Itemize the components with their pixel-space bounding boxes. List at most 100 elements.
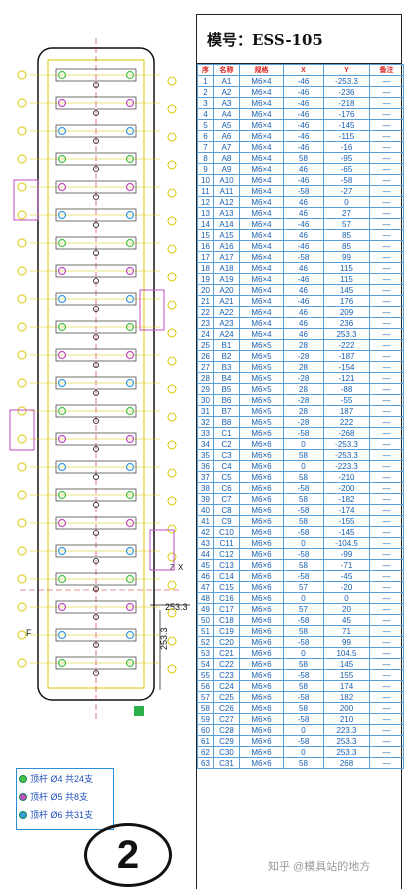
ejector-pin-marker: [125, 602, 135, 612]
table-cell: M6×6: [239, 636, 284, 648]
table-header-row: 序 名称 规格 X Y 备注: [197, 64, 404, 76]
table-cell: 0: [283, 647, 324, 659]
table-cell: M6×6: [239, 625, 284, 637]
cavity-outline: [55, 348, 137, 362]
table-cell: 36: [197, 460, 214, 472]
table-cell: —: [369, 438, 404, 450]
table-cell: -46: [283, 273, 324, 285]
table-cell: 115: [323, 273, 370, 285]
table-cell: —: [369, 372, 404, 384]
cavity-outline: [55, 376, 137, 390]
table-cell: 223.3: [323, 724, 370, 736]
table-cell: C1: [213, 427, 240, 439]
cavity-outline: [55, 460, 137, 474]
table-cell: M6×6: [239, 702, 284, 714]
table-cell: C16: [213, 592, 240, 604]
table-cell: C7: [213, 493, 240, 505]
ejector-pin-marker: [57, 182, 67, 192]
cavity-outline: [55, 292, 137, 306]
table-cell: 58: [283, 625, 324, 637]
detail-box: [139, 289, 165, 331]
table-cell: 58: [283, 559, 324, 571]
table-cell: A9: [213, 163, 240, 175]
callout-bubble: [167, 76, 177, 86]
table-cell: 58: [197, 702, 214, 714]
dimension-label: 253.3: [165, 602, 188, 612]
table-cell: -253.3: [323, 75, 370, 87]
table-cell: 42: [197, 526, 214, 538]
table-cell: -45: [323, 570, 370, 582]
table-cell: B1: [213, 339, 240, 351]
table-cell: —: [369, 317, 404, 329]
table-cell: M6×4: [239, 262, 284, 274]
table-cell: —: [369, 108, 404, 120]
table-cell: -46: [283, 174, 324, 186]
table-cell: —: [369, 537, 404, 549]
table-cell: -99: [323, 548, 370, 560]
hole-marker: [93, 418, 99, 424]
table-cell: —: [369, 295, 404, 307]
table-cell: M6×4: [239, 163, 284, 175]
table-cell: M6×6: [239, 581, 284, 593]
watermark: 知乎 @模具站的地方: [268, 861, 371, 873]
table-cell: C5: [213, 471, 240, 483]
table-cell: 24: [197, 328, 214, 340]
ejector-pin-marker: [57, 126, 67, 136]
table-cell: M6×5: [239, 394, 284, 406]
ejector-pin-marker: [125, 322, 135, 332]
table-cell: 253.3: [323, 735, 370, 747]
table-cell: B8: [213, 416, 240, 428]
legend-label: 顶杆 Ø5 共8支: [30, 792, 89, 802]
table-cell: 209: [323, 306, 370, 318]
table-cell: 58: [283, 515, 324, 527]
cavity-outline: [55, 544, 137, 558]
table-cell: 16: [197, 240, 214, 252]
table-cell: —: [369, 460, 404, 472]
table-cell: 12: [197, 196, 214, 208]
axis-label: Z: [170, 563, 175, 572]
cavity-outline: [55, 320, 137, 334]
callout-bubble: [167, 328, 177, 338]
table-cell: -253.3: [323, 449, 370, 461]
table-cell: 182: [323, 691, 370, 703]
table-cell: 0: [323, 592, 370, 604]
legend-item: 顶杆 Ø4 共24支: [19, 770, 111, 787]
table-cell: A23: [213, 317, 240, 329]
table-cell: M6×6: [239, 746, 284, 758]
cavity-outline: [55, 236, 137, 250]
table-cell: -58: [283, 427, 324, 439]
ejector-pin-marker: [57, 462, 67, 472]
table-cell: M6×4: [239, 86, 284, 98]
hole-marker: [93, 642, 99, 648]
table-cell: -176: [323, 108, 370, 120]
table-cell: 17: [197, 251, 214, 263]
table-cell: -46: [283, 97, 324, 109]
callout-bubble: [17, 322, 27, 332]
table-cell: C25: [213, 691, 240, 703]
hole-marker: [93, 558, 99, 564]
table-cell: —: [369, 97, 404, 109]
table-cell: 0: [283, 460, 324, 472]
table-cell: 58: [283, 702, 324, 714]
callout-bubble: [17, 602, 27, 612]
table-cell: —: [369, 504, 404, 516]
table-cell: C13: [213, 559, 240, 571]
legend-item: 顶杆 Ø6 共31支: [19, 806, 111, 823]
ejector-pin-marker: [125, 574, 135, 584]
table-cell: A2: [213, 86, 240, 98]
table-cell: —: [369, 306, 404, 318]
table-cell: M6×5: [239, 405, 284, 417]
table-cell: —: [369, 394, 404, 406]
table-cell: —: [369, 493, 404, 505]
